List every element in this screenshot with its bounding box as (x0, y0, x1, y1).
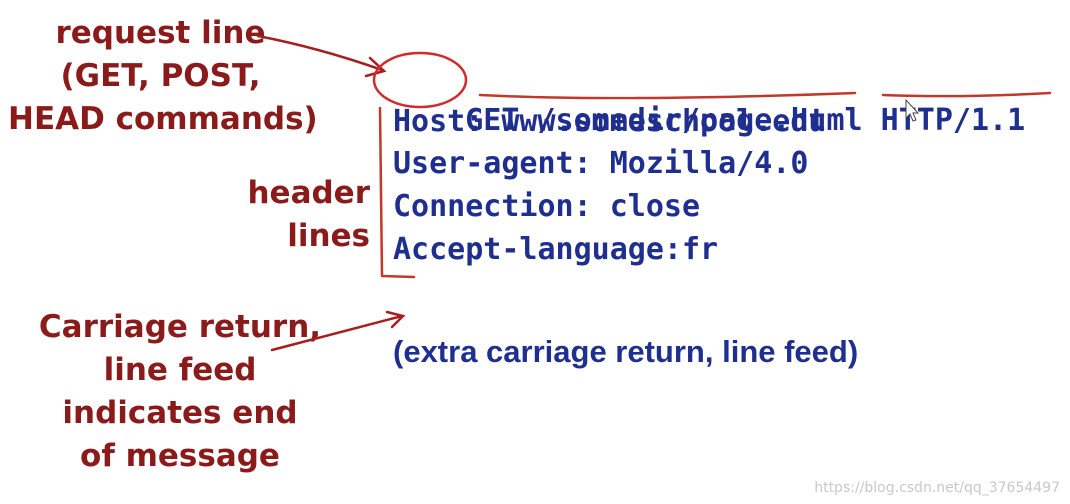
crlf-note-1: Carriage return, (38, 309, 322, 345)
header-lines-note-2: lines (287, 218, 370, 254)
request-method: GET (465, 103, 520, 138)
crlf-note-4: of message (80, 438, 280, 474)
crlf-arrow (270, 310, 406, 352)
header-lines-annotation: header lines (220, 172, 370, 258)
watermark: https://blog.csdn.net/qq_37654497 (814, 480, 1060, 496)
header-line-host: Host: www.someschool.edu (393, 104, 827, 139)
header-line-connection: Connection: close (393, 189, 701, 224)
crlf-note-2: line feed (103, 352, 257, 388)
mouse-cursor-icon (905, 98, 920, 122)
header-bracket (378, 106, 416, 279)
header-line-accept-language: Accept-language:fr (393, 232, 719, 267)
request-line-arrow (256, 34, 387, 78)
method-circle (372, 51, 468, 109)
crlf-annotation: Carriage return, line feed indicates end… (20, 306, 340, 478)
request-url: /somedir/page.html (537, 103, 863, 138)
header-line-user-agent: User-agent: Mozilla/4.0 (393, 146, 809, 181)
request-line: GET /somedir/page.html HTTP/1.1 (393, 56, 1025, 185)
extra-crlf-line: (extra carriage return, line feed) (393, 334, 859, 369)
version-underline (881, 91, 1052, 98)
request-line-note-2: (GET, POST, (60, 58, 261, 94)
header-lines-note-1: header (247, 175, 370, 211)
request-line-note-3: HEAD commands) (8, 101, 318, 137)
url-underline (478, 91, 857, 100)
request-line-note-1: request line (55, 15, 266, 51)
crlf-note-3: indicates end (62, 395, 298, 431)
request-line-annotation: request line (GET, POST, HEAD commands) (8, 12, 318, 141)
http-version: HTTP/1.1 (880, 103, 1026, 138)
